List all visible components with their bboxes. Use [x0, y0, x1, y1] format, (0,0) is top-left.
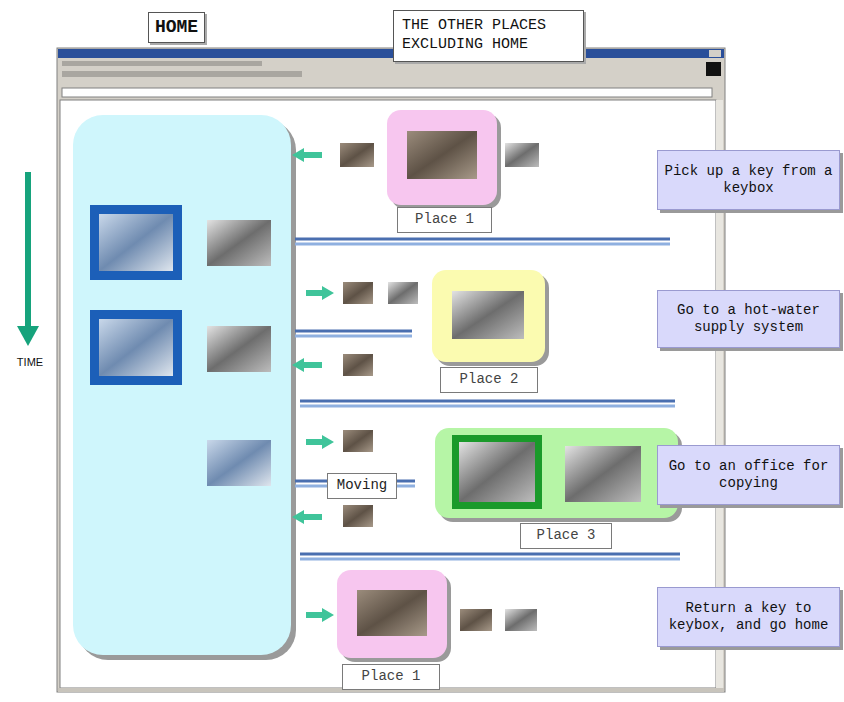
- node-text: Go to an office for copying: [664, 458, 833, 493]
- task-box: Go to an office for copying: [657, 445, 840, 505]
- node-text: Return a key to keybox, and go home: [664, 600, 833, 635]
- node-text: Place 1: [362, 668, 421, 686]
- node-text: Place 1: [415, 211, 474, 229]
- place-panel: [337, 570, 537, 662]
- heading-box: HOME: [148, 12, 205, 43]
- heading-box: THE OTHER PLACES EXCLUDING HOME: [393, 10, 584, 62]
- node-text: Pick up a key from a keybox: [664, 163, 833, 198]
- node-text: Moving: [337, 477, 387, 495]
- node-text: THE OTHER PLACES EXCLUDING HOME: [402, 17, 575, 55]
- axis-label: TIME: [8, 356, 52, 368]
- place-panel: [343, 270, 549, 376]
- node-text: Place 2: [460, 371, 519, 389]
- node-text: Place 3: [537, 527, 596, 545]
- task-box: Return a key to keybox, and go home: [657, 587, 840, 647]
- node-text: Go to a hot-water supply system: [664, 302, 833, 337]
- separator-lines: [295, 239, 680, 559]
- home-panel: [73, 115, 296, 660]
- movement-arrows: [292, 148, 334, 622]
- place-label: Place 1: [397, 207, 492, 233]
- place-label: Place 3: [520, 523, 612, 549]
- place-panel: [340, 110, 539, 209]
- time-arrow: [17, 172, 39, 346]
- moving-label: Moving: [327, 473, 397, 499]
- task-box: Pick up a key from a keybox: [657, 150, 840, 210]
- node-text: HOME: [155, 16, 198, 39]
- place-label: Place 1: [342, 664, 440, 690]
- place-label: Place 2: [440, 367, 538, 393]
- browser-window: [57, 48, 725, 692]
- task-box: Go to a hot-water supply system: [657, 290, 840, 348]
